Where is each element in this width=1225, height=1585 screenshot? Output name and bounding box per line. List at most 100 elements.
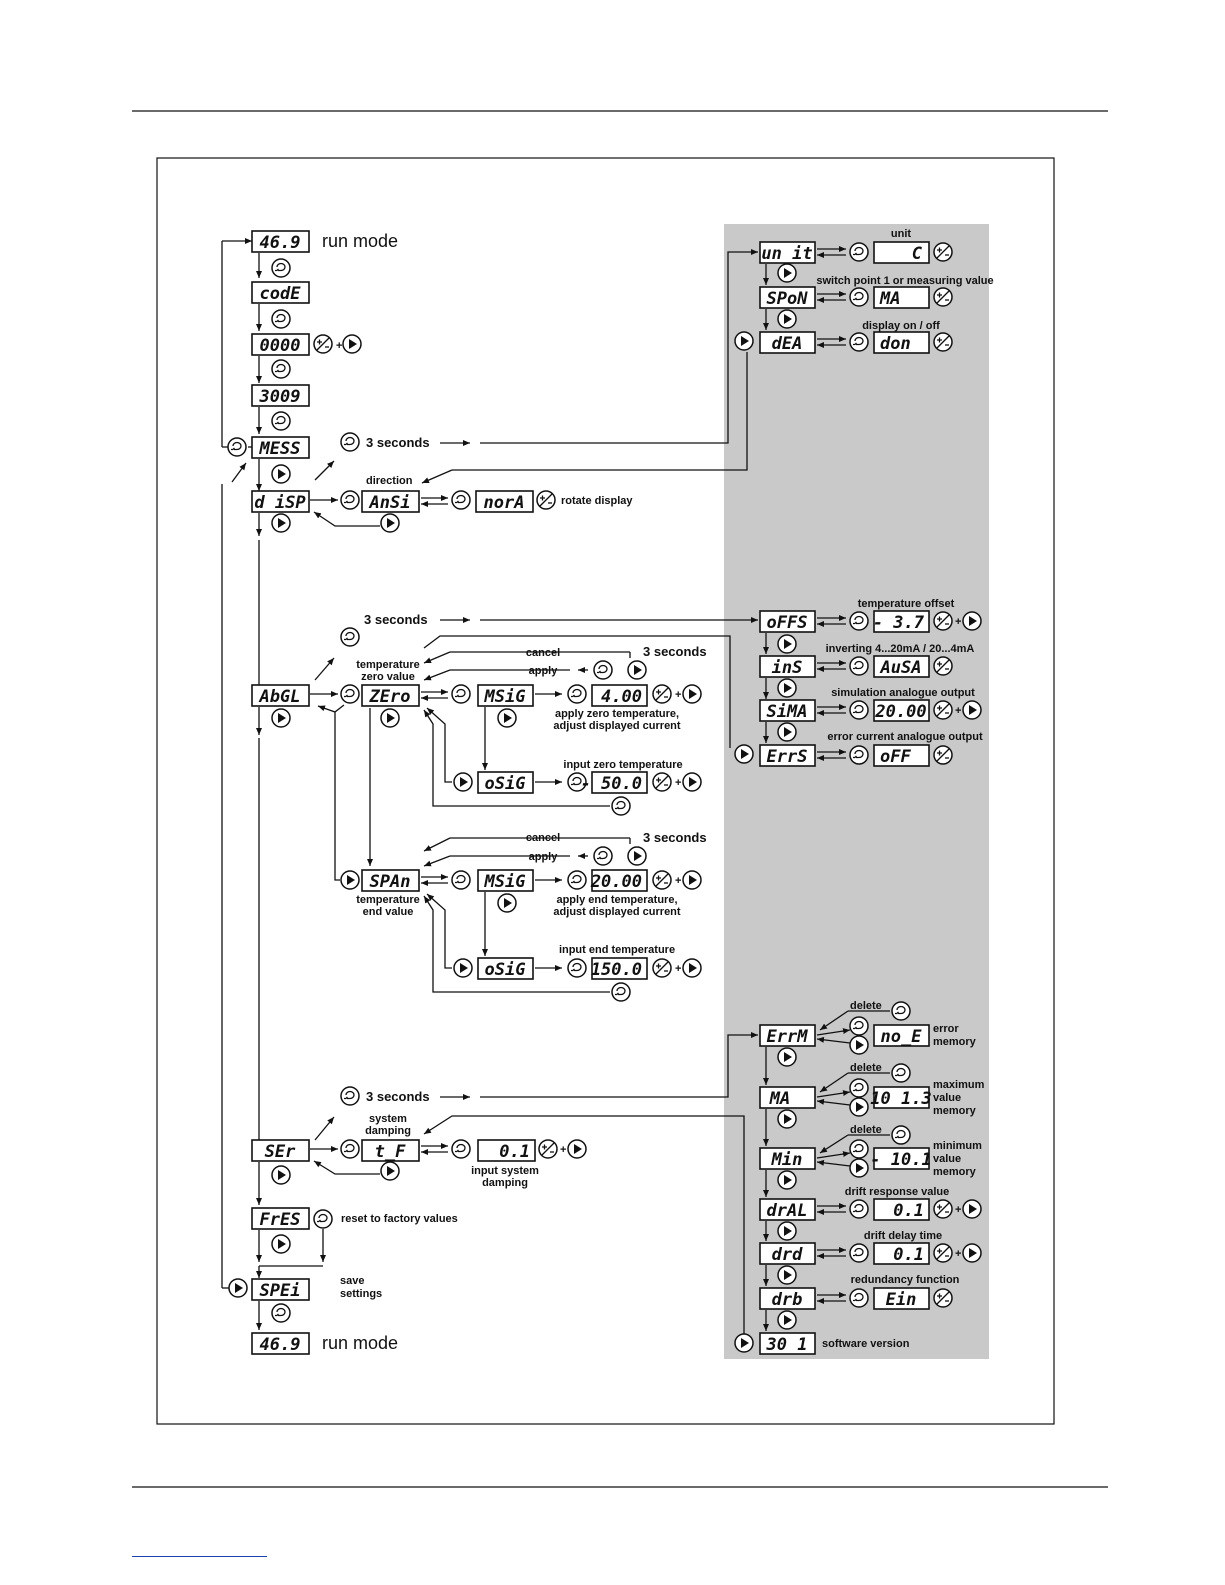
next-button-icon[interactable] (342, 334, 362, 354)
enter-button-icon[interactable] (451, 870, 471, 890)
next-button-icon[interactable] (682, 870, 702, 890)
next-button-icon[interactable] (734, 1333, 754, 1353)
next-button-icon[interactable] (962, 700, 982, 720)
next-button-icon[interactable] (497, 708, 517, 728)
next-button-icon[interactable] (777, 1265, 797, 1285)
enter-button-icon[interactable] (593, 660, 613, 680)
next-button-icon[interactable] (777, 634, 797, 654)
plus-minus-button-icon[interactable] (652, 958, 672, 978)
enter-button-icon[interactable] (611, 982, 631, 1002)
enter-button-icon[interactable] (849, 745, 869, 765)
next-button-icon[interactable] (777, 1047, 797, 1067)
plus-minus-button-icon[interactable] (652, 684, 672, 704)
enter-button-icon[interactable] (593, 846, 613, 866)
enter-button-icon[interactable] (340, 684, 360, 704)
plus-minus-button-icon[interactable] (652, 870, 672, 890)
plus-minus-button-icon[interactable] (933, 745, 953, 765)
enter-button-icon[interactable] (891, 1125, 911, 1145)
next-button-icon[interactable] (734, 331, 754, 351)
next-button-icon[interactable] (497, 893, 517, 913)
enter-button-icon[interactable] (849, 332, 869, 352)
enter-button-icon[interactable] (567, 870, 587, 890)
next-button-icon[interactable] (777, 1170, 797, 1190)
footer-link-underline[interactable] (132, 1556, 267, 1557)
next-button-icon[interactable] (777, 309, 797, 329)
enter-button-icon[interactable] (451, 1139, 471, 1159)
next-button-icon[interactable] (271, 1165, 291, 1185)
next-button-icon[interactable] (849, 1097, 869, 1117)
next-button-icon[interactable] (228, 1278, 248, 1298)
next-button-icon[interactable] (777, 1310, 797, 1330)
next-button-icon[interactable] (962, 611, 982, 631)
next-button-icon[interactable] (380, 1161, 400, 1181)
next-button-icon[interactable] (777, 263, 797, 283)
next-button-icon[interactable] (453, 958, 473, 978)
plus-minus-button-icon[interactable] (933, 242, 953, 262)
enter-button-icon[interactable] (849, 1078, 869, 1098)
next-button-icon[interactable] (271, 513, 291, 533)
plus-minus-button-icon[interactable] (933, 700, 953, 720)
plus-minus-button-icon[interactable] (313, 334, 333, 354)
enter-button-icon[interactable] (567, 684, 587, 704)
plus-minus-button-icon[interactable] (538, 1139, 558, 1159)
enter-button-icon[interactable] (340, 1086, 360, 1106)
next-button-icon[interactable] (271, 1234, 291, 1254)
enter-button-icon[interactable] (340, 490, 360, 510)
enter-button-icon[interactable] (849, 700, 869, 720)
next-button-icon[interactable] (567, 1139, 587, 1159)
next-button-icon[interactable] (777, 722, 797, 742)
next-button-icon[interactable] (453, 772, 473, 792)
enter-button-icon[interactable] (849, 1288, 869, 1308)
enter-button-icon[interactable] (849, 287, 869, 307)
next-button-icon[interactable] (682, 772, 702, 792)
plus-minus-button-icon[interactable] (933, 287, 953, 307)
enter-button-icon[interactable] (849, 1199, 869, 1219)
enter-button-icon[interactable] (849, 1139, 869, 1159)
next-button-icon[interactable] (682, 958, 702, 978)
enter-button-icon[interactable] (271, 258, 291, 278)
plus-minus-button-icon[interactable] (933, 656, 953, 676)
enter-button-icon[interactable] (849, 656, 869, 676)
enter-button-icon[interactable] (340, 1139, 360, 1159)
plus-minus-button-icon[interactable] (933, 1199, 953, 1219)
enter-button-icon[interactable] (891, 1063, 911, 1083)
next-button-icon[interactable] (777, 1109, 797, 1129)
plus-minus-button-icon[interactable] (933, 1243, 953, 1263)
next-button-icon[interactable] (380, 513, 400, 533)
plus-minus-button-icon[interactable] (933, 1288, 953, 1308)
enter-button-icon[interactable] (567, 958, 587, 978)
enter-button-icon[interactable] (849, 1016, 869, 1036)
next-button-icon[interactable] (627, 846, 647, 866)
enter-button-icon[interactable] (271, 359, 291, 379)
enter-button-icon[interactable] (849, 611, 869, 631)
enter-button-icon[interactable] (611, 796, 631, 816)
next-button-icon[interactable] (380, 708, 400, 728)
next-button-icon[interactable] (777, 678, 797, 698)
enter-button-icon[interactable] (891, 1001, 911, 1021)
enter-button-icon[interactable] (340, 432, 360, 452)
enter-button-icon[interactable] (271, 411, 291, 431)
next-button-icon[interactable] (962, 1243, 982, 1263)
next-button-icon[interactable] (271, 464, 291, 484)
next-button-icon[interactable] (340, 870, 360, 890)
next-button-icon[interactable] (682, 684, 702, 704)
enter-button-icon[interactable] (451, 490, 471, 510)
next-button-icon[interactable] (271, 708, 291, 728)
enter-button-icon[interactable] (271, 309, 291, 329)
enter-button-icon[interactable] (313, 1209, 333, 1229)
next-button-icon[interactable] (734, 744, 754, 764)
plus-minus-button-icon[interactable] (933, 332, 953, 352)
next-button-icon[interactable] (849, 1158, 869, 1178)
next-button-icon[interactable] (962, 1199, 982, 1219)
next-button-icon[interactable] (777, 1221, 797, 1241)
enter-button-icon[interactable] (451, 684, 471, 704)
enter-button-icon[interactable] (340, 627, 360, 647)
next-button-icon[interactable] (849, 1035, 869, 1055)
plus-minus-button-icon[interactable] (933, 611, 953, 631)
enter-button-icon[interactable] (227, 437, 247, 457)
next-button-icon[interactable] (627, 660, 647, 680)
plus-minus-button-icon[interactable] (652, 772, 672, 792)
plus-minus-button-icon[interactable] (536, 490, 556, 510)
enter-button-icon[interactable] (849, 242, 869, 262)
enter-button-icon[interactable] (849, 1243, 869, 1263)
